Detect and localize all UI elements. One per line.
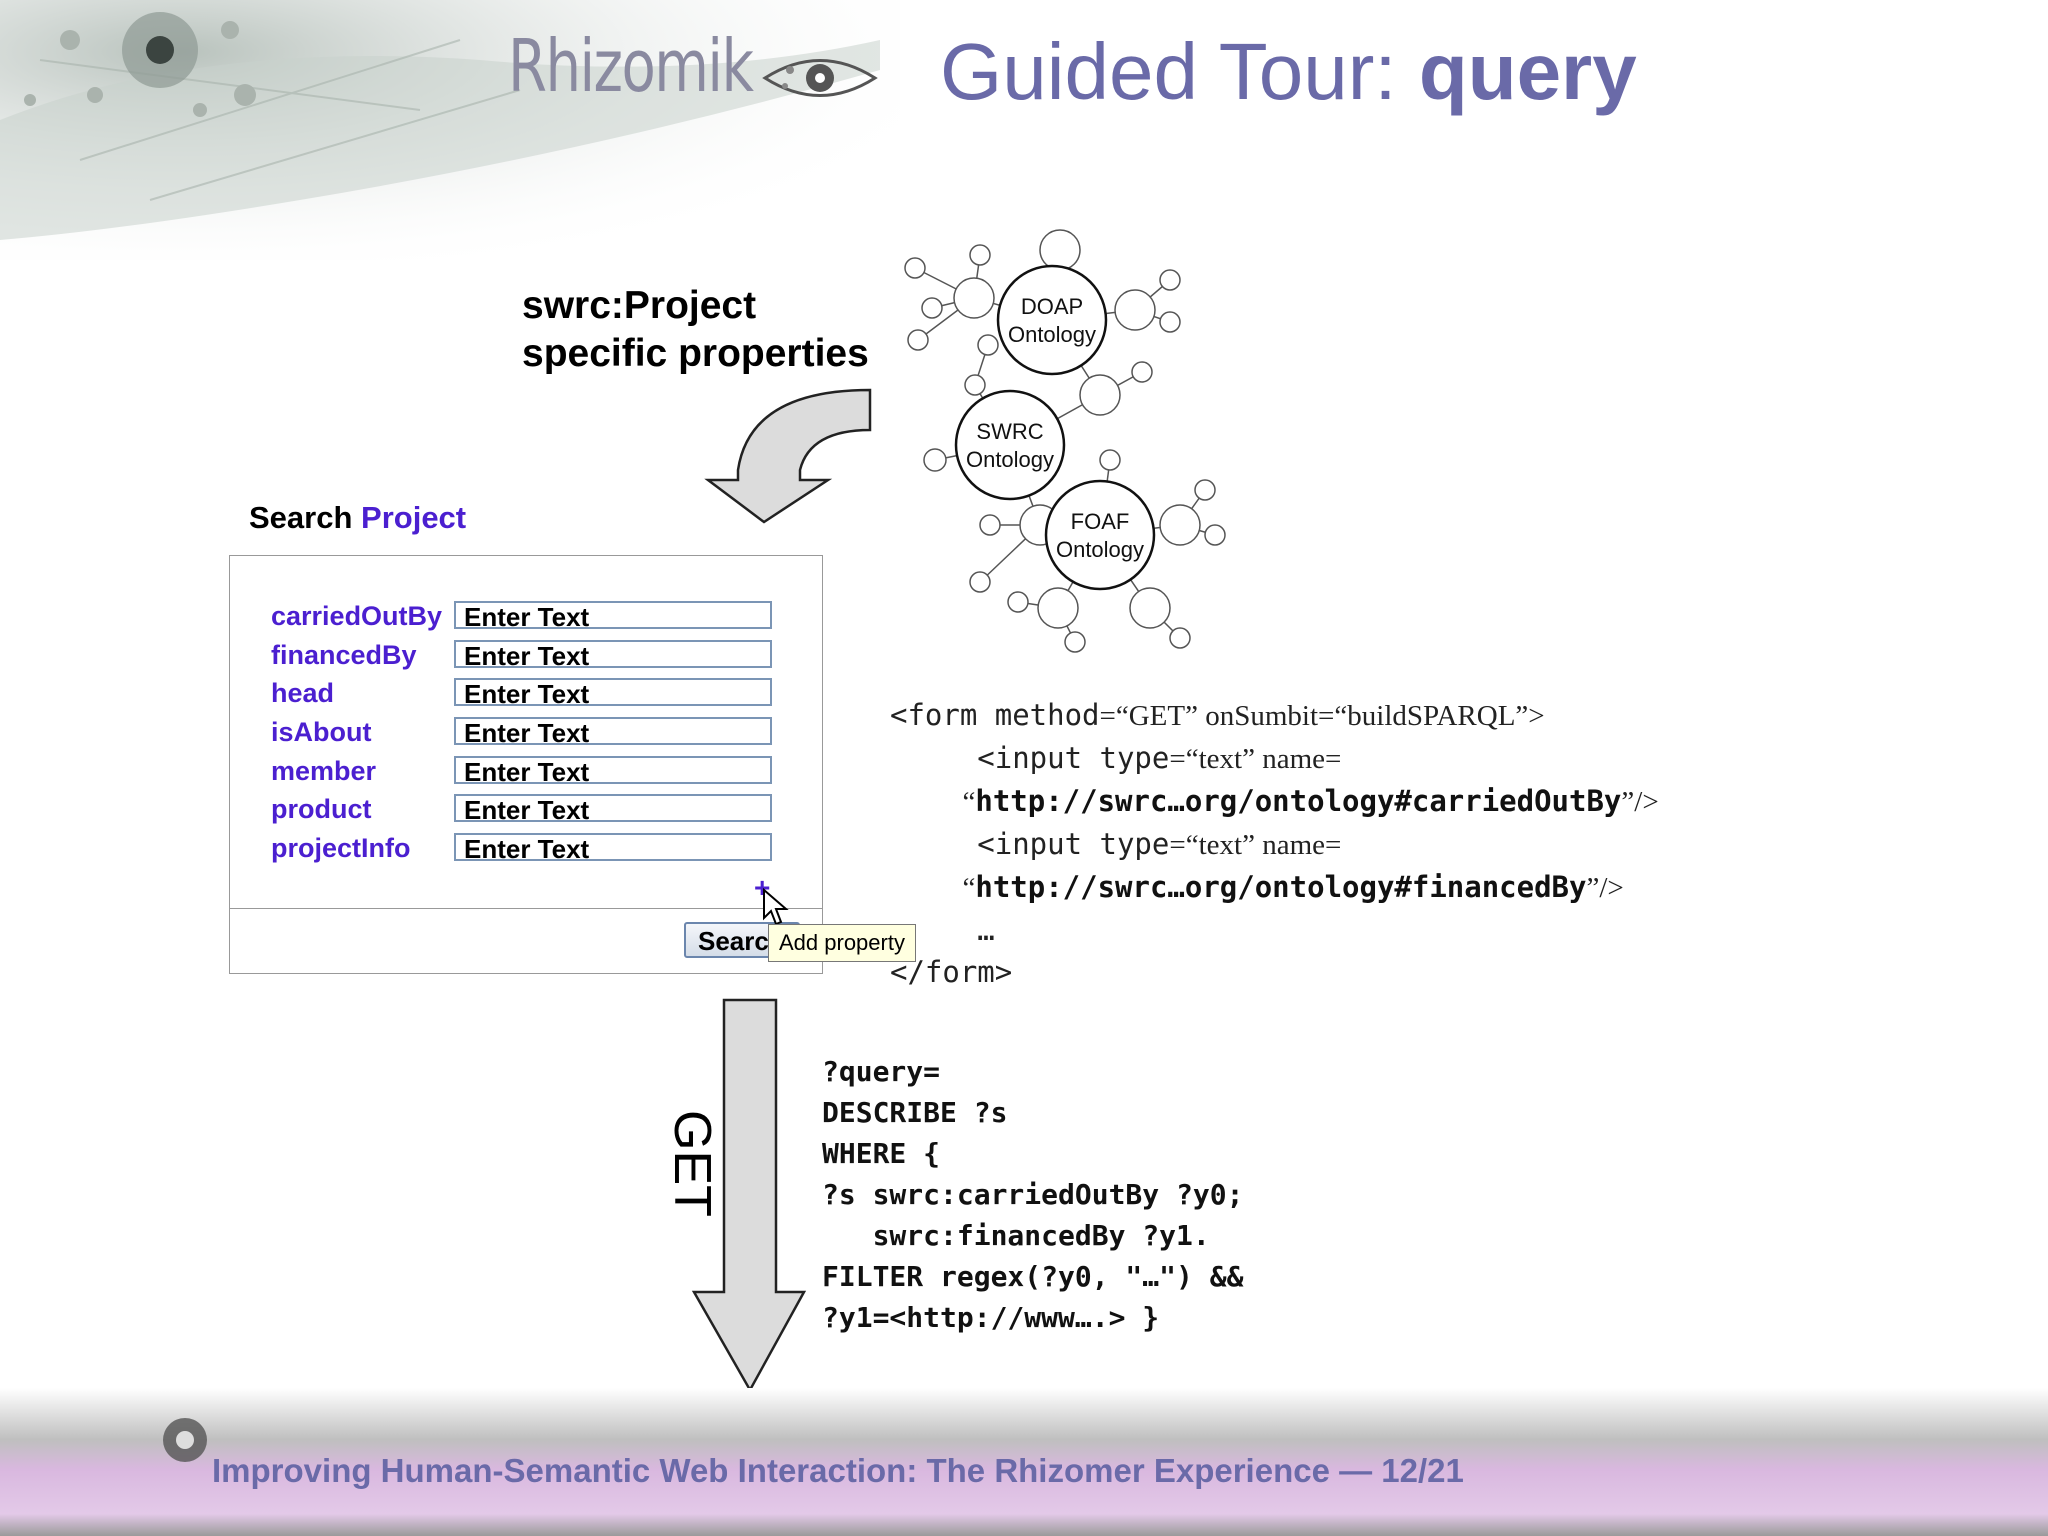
carriedOutBy-input[interactable]: Enter Text [454,601,772,631]
swrc-label-1: SWRC [976,419,1043,444]
code-line-7: </form> [890,955,1013,989]
code-line-5: “http://swrc…org/ontology#financedBy”/> [890,870,1624,904]
field-label: isAbout [271,717,372,747]
callout-line-1: swrc:Project [522,284,757,327]
product-input[interactable]: Enter Text [454,794,772,824]
field-label: member [271,756,377,786]
add-property-tooltip: Add property [768,924,916,962]
code-line-6: … [890,913,995,947]
foaf-ontology-node [1044,479,1156,591]
head-input[interactable]: Enter Text [454,678,772,708]
footer-decoration [0,1388,2048,1536]
foaf-label-1: FOAF [1071,509,1130,534]
sparql-line: FILTER regex(?y0, "…") && [822,1260,1244,1293]
mouse-cursor-icon [763,888,789,926]
search-heading: Search Project [249,500,467,535]
sparql-line: ?y1=<http://www….> } [822,1301,1160,1334]
sparql-line: ?s swrc:carriedOutBy ?y0; [822,1178,1244,1211]
header-decoration [0,0,900,260]
ontology-network-diagram: DOAP Ontology SWRC Ontology FOAF Ontolog… [904,229,1226,653]
financedBy-input[interactable]: Enter Text [454,640,772,670]
html-form-code: <form method=“GET” onSumbit=“buildSPARQL… [890,694,1659,993]
callout-line-2: specific properties [522,332,869,375]
code-line-3: “http://swrc…org/ontology#carriedOutBy”/… [890,784,1659,818]
code-line-1: <form method=“GET” onSumbit=“buildSPARQL… [890,698,1545,732]
field-label: carriedOutBy [271,601,443,631]
code-line-4: <input type=“text” name= [890,827,1342,861]
doap-label-2: Ontology [1008,322,1096,347]
sparql-line: WHERE { [822,1137,941,1170]
doap-ontology-node [996,264,1108,376]
get-arrow-icon [691,998,807,1393]
isAbout-input[interactable]: Enter Text [454,717,772,747]
curved-arrow-icon [704,388,872,524]
field-label: head [271,678,335,708]
slide-title: Guided Tour: query [940,27,1637,116]
sparql-line: swrc:financedBy ?y1. [822,1219,1210,1252]
projectInfo-input[interactable]: Enter Text [454,833,772,863]
foaf-label-2: Ontology [1056,537,1144,562]
swrc-label-2: Ontology [966,447,1054,472]
code-line-2: <input type=“text” name= [890,741,1342,775]
sparql-line: ?query= [822,1055,941,1088]
field-label: projectInfo [271,833,411,863]
member-input[interactable]: Enter Text [454,756,772,786]
class-callout: swrc:Project specific properties [522,282,869,378]
search-form-divider [229,908,823,909]
footer-text: Improving Human-Semantic Web Interaction… [212,1452,1464,1489]
field-label: financedBy [271,640,417,670]
rhizomik-logo: Rhizomik [508,24,754,108]
doap-label-1: DOAP [1021,294,1083,319]
swrc-ontology-node [954,389,1066,501]
get-label: GET [663,1110,721,1217]
field-label: product [271,794,372,824]
sparql-line: DESCRIBE ?s [822,1096,1008,1129]
eye-logo-icon [762,59,878,97]
sparql-query-code: ?query= DESCRIBE ?s WHERE { ?s swrc:carried… [822,1051,1243,1338]
